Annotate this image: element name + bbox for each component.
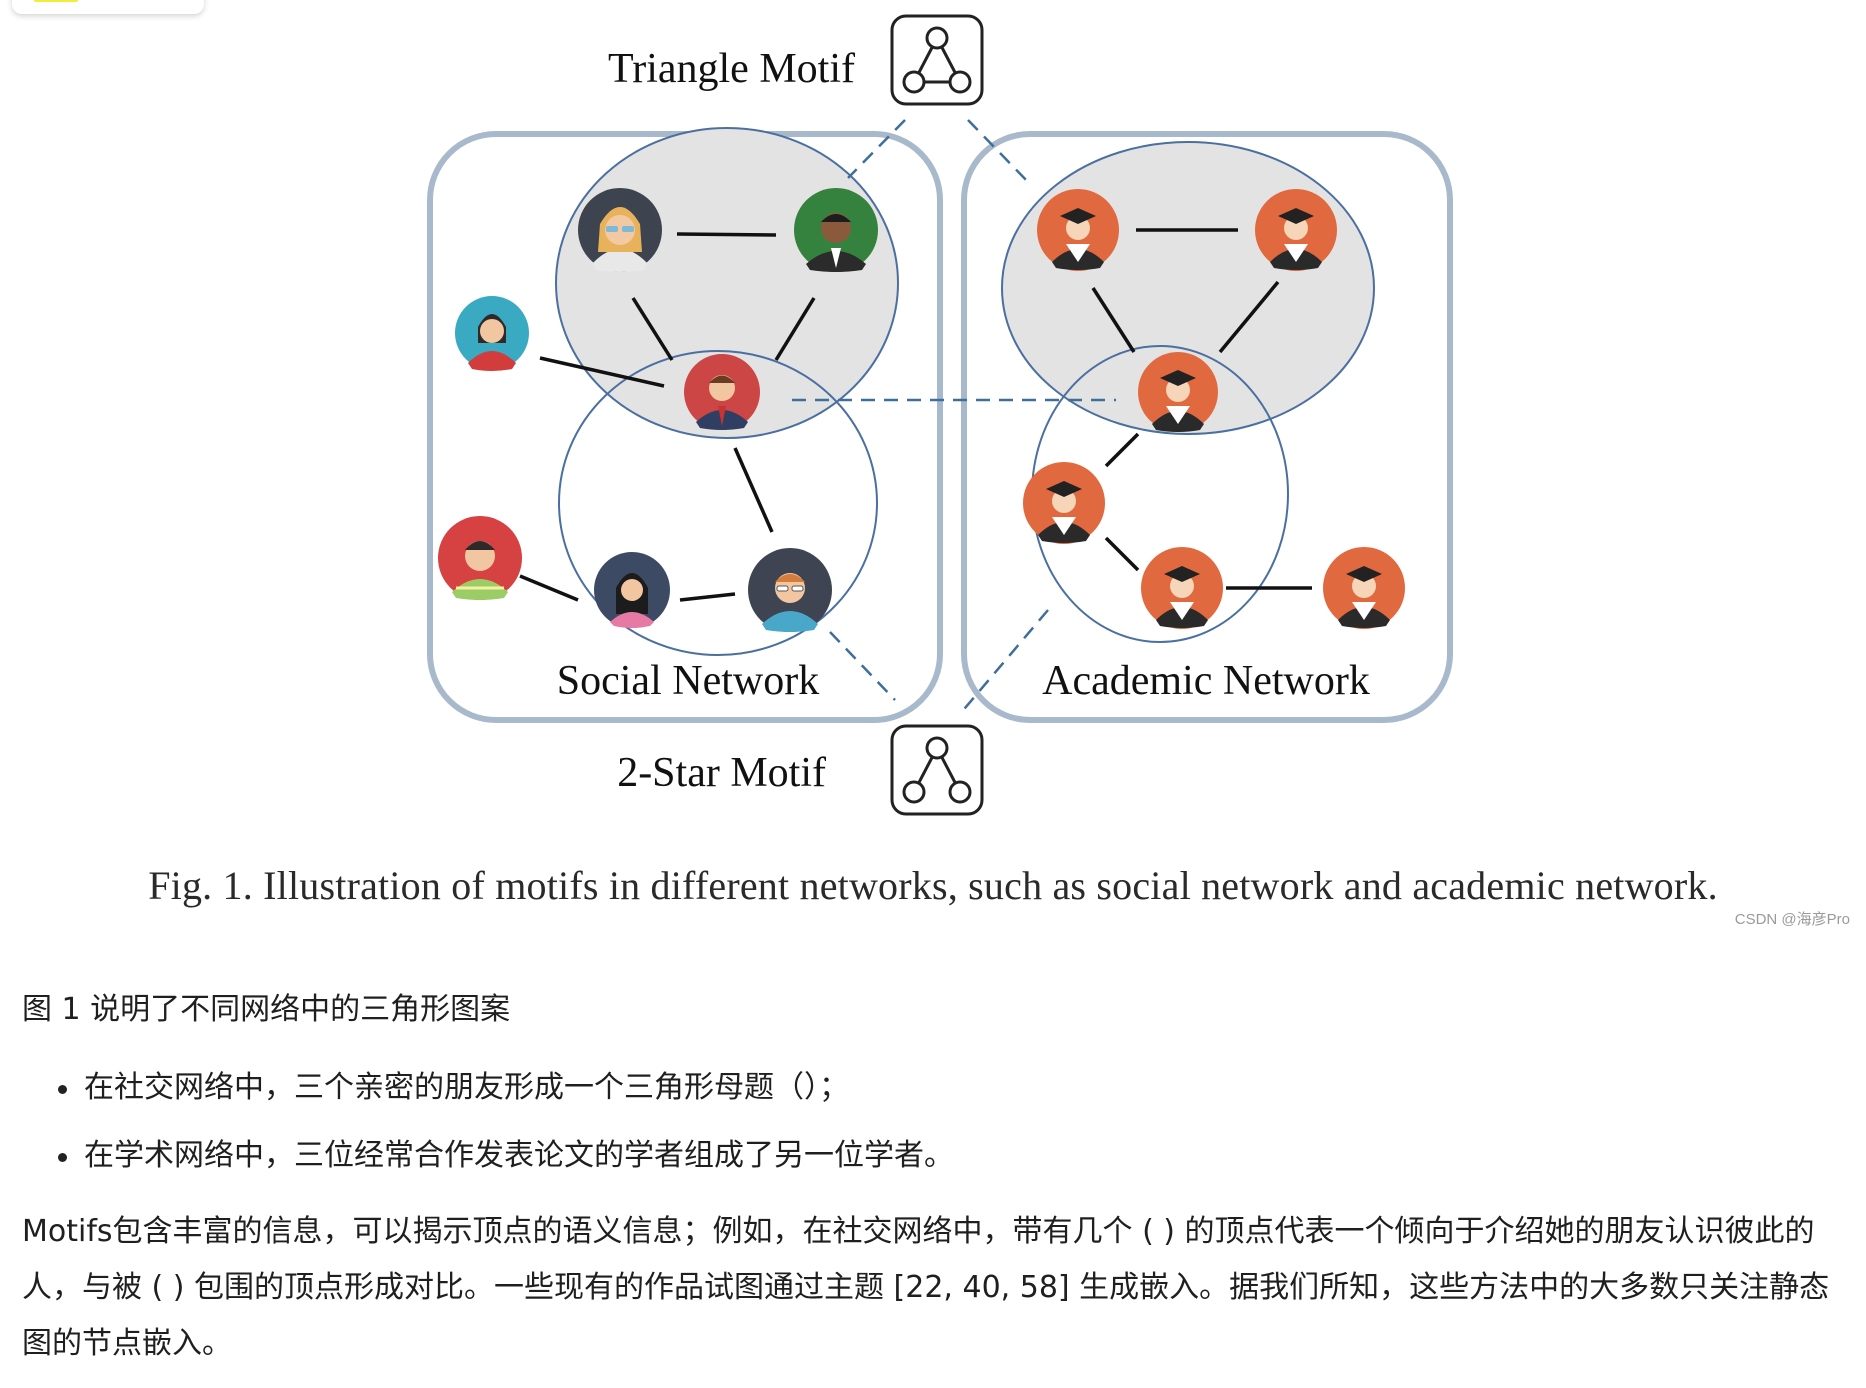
bullet-text: 在学术网络中，三位经常合作发表论文的学者组成了另一位学者。: [84, 1138, 954, 1173]
triangle-motif-label: Triangle Motif: [608, 46, 855, 92]
motif-illustration-figure: Triangle Motif 2-Star Motif Social Netwo…: [427, 14, 1453, 816]
list-item: 在社交网络中，三个亲密的朋友形成一个三角形母题（）；: [22, 1068, 1852, 1108]
social-network-label: Social Network: [557, 658, 819, 704]
figure-caption: Fig. 1. Illustration of motifs in differ…: [148, 863, 1718, 908]
motifs-paragraph: Motifs包含丰富的信息，可以揭示顶点的语义信息；例如，在社交网络中，带有几个…: [22, 1214, 1830, 1361]
academic-network-panel: [961, 131, 1453, 723]
article-body: 图 1 说明了不同网络中的三角形图案 在社交网络中，三个亲密的朋友形成一个三角形…: [22, 990, 1852, 1372]
woman-red-avatar: [455, 296, 529, 371]
bullet-text: 在社交网络中，三个亲密的朋友形成一个三角形母题（）；: [84, 1070, 849, 1105]
bullet-dot: [58, 1153, 67, 1162]
social-star-ellipse: [558, 350, 878, 656]
two-star-motif-icon: [890, 724, 984, 816]
boy-striped-avatar: [438, 516, 522, 600]
man-suit-avatar: [794, 188, 878, 272]
man-glasses-avatar: [748, 548, 832, 632]
graduate-scholar-avatar: [1023, 189, 1405, 629]
man-tie-avatar: [684, 354, 760, 430]
girl-avatar: [594, 552, 670, 628]
academic-edges: [1091, 228, 1312, 590]
bullet-dot: [58, 1085, 67, 1094]
two-star-motif-label: 2-Star Motif: [617, 750, 826, 796]
csdn-watermark: CSDN @海彦Pro: [1734, 911, 1850, 928]
woman-glasses-avatar: [578, 188, 662, 272]
triangle-motif-icon: [890, 14, 984, 106]
intro-paragraph: 图 1 说明了不同网络中的三角形图案: [22, 992, 511, 1027]
dashed-connectors: [792, 119, 1116, 715]
social-edges: [519, 232, 816, 602]
bullet-list: 在社交网络中，三个亲密的朋友形成一个三角形母题（）； 在学术网络中，三位经常合作…: [22, 1068, 1852, 1176]
list-item: 在学术网络中，三位经常合作发表论文的学者组成了另一位学者。: [22, 1136, 1852, 1176]
academic-network-label: Academic Network: [1042, 658, 1370, 704]
highlight-mark: [34, 0, 78, 2]
highlight-chip: [12, 0, 204, 14]
